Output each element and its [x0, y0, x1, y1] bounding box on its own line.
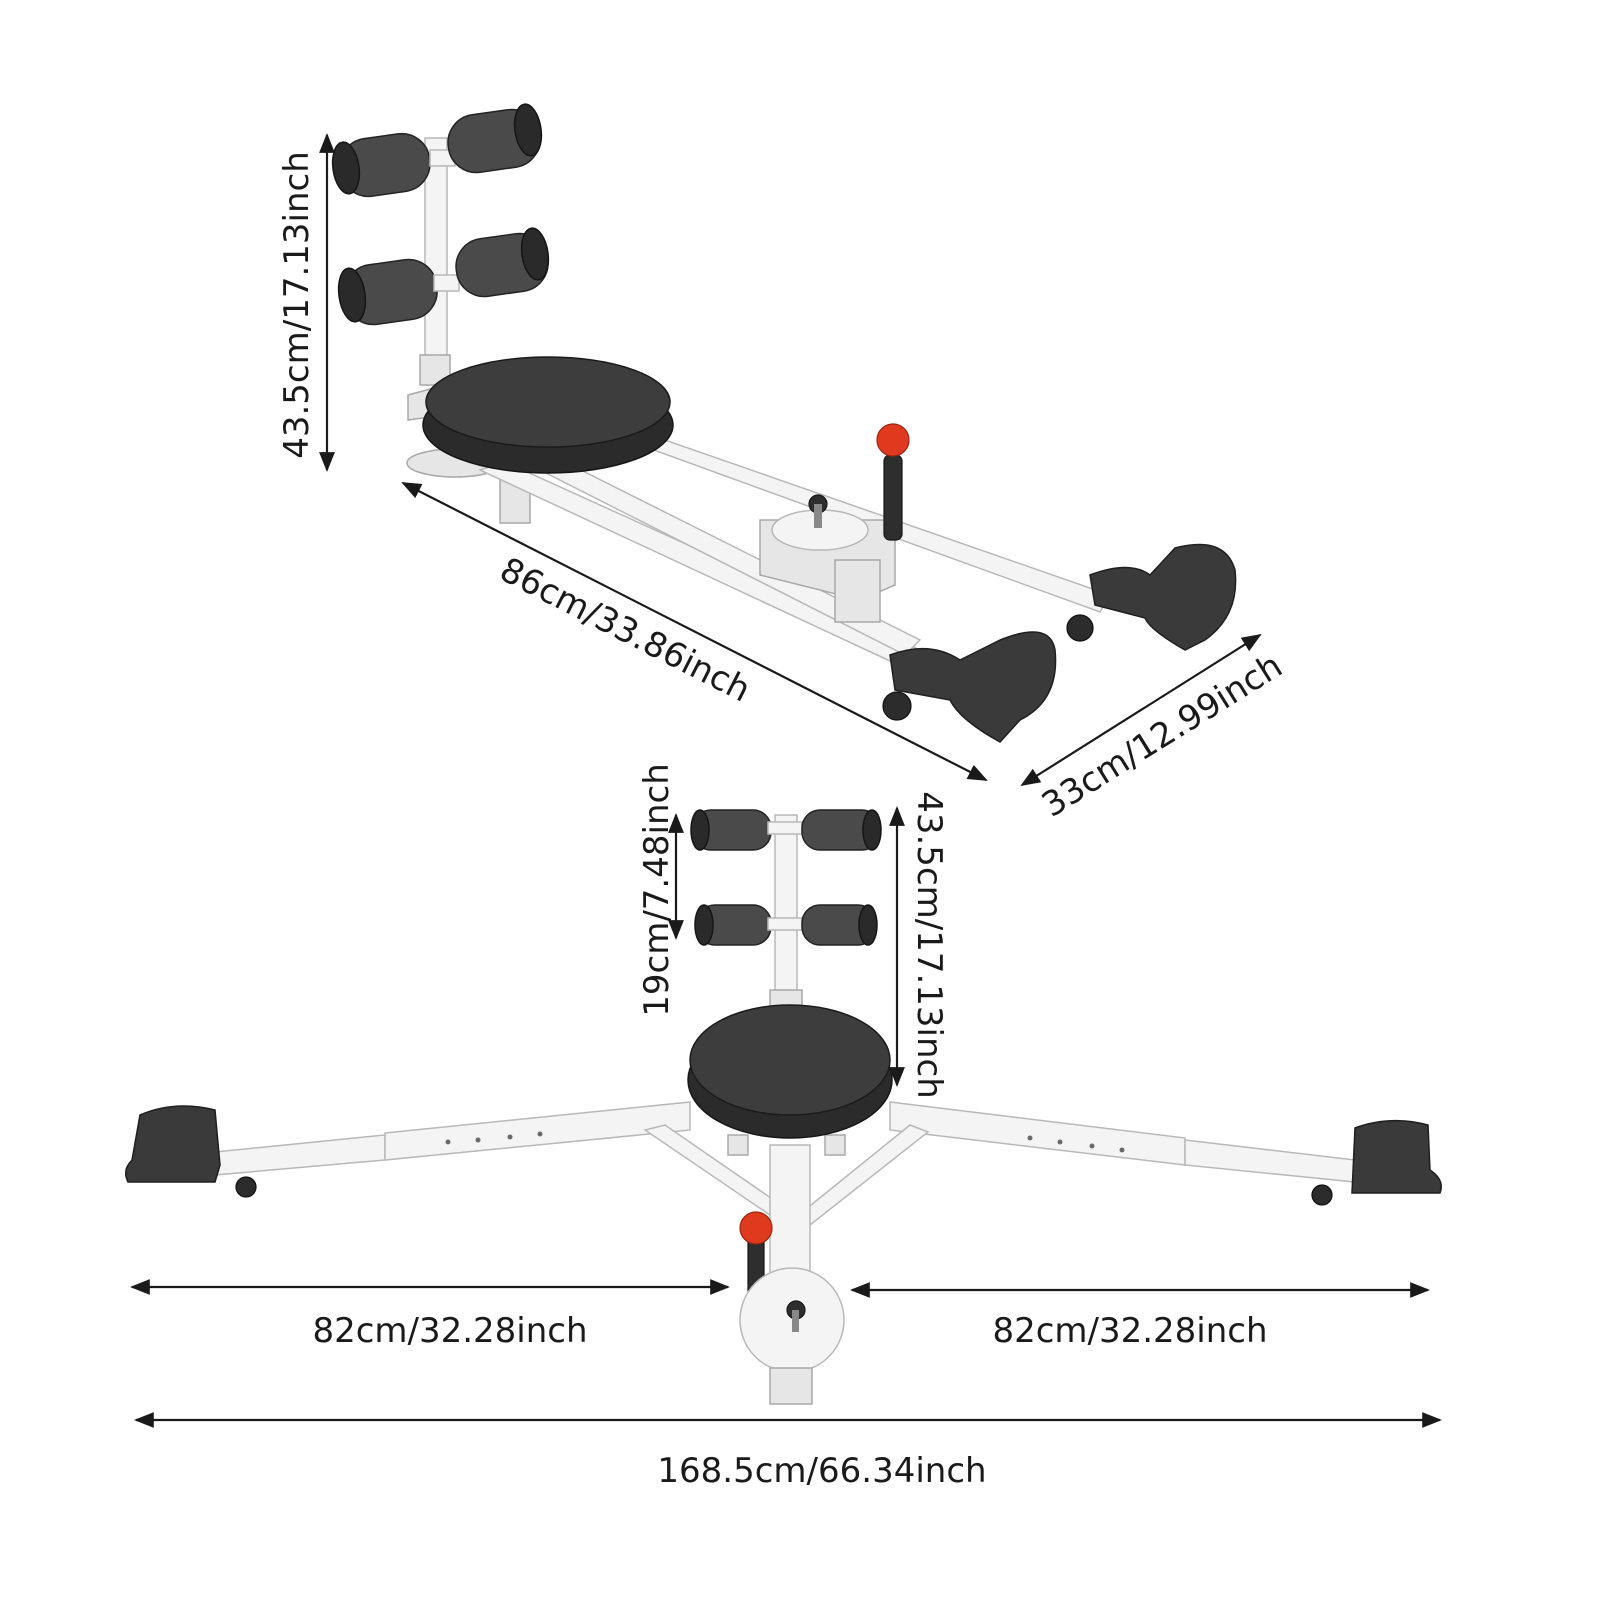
dim-right-leg: 82cm/32.28inch	[850, 1282, 1430, 1351]
dim-top-width: 33cm/12.99inch	[1020, 633, 1290, 826]
front-lower-pads	[694, 904, 878, 946]
left-leg-inner	[384, 1101, 691, 1161]
upper-back-pads	[331, 103, 543, 198]
right-wheel-icon	[1066, 614, 1094, 642]
lower-back-pads	[337, 227, 550, 326]
dim-front-height-label: 43.5cm/17.13inch	[909, 791, 949, 1099]
dim-top-height-label: 43.5cm/17.13inch	[277, 151, 317, 459]
perspective-view-machine	[331, 103, 1237, 743]
left-leg-outer	[214, 1134, 386, 1176]
hub-leg	[834, 559, 881, 623]
lever-knob-icon	[876, 423, 910, 457]
tension-screw	[814, 504, 822, 528]
dim-right-leg-label: 82cm/32.28inch	[992, 1311, 1267, 1351]
front-view-machine	[125, 809, 1442, 1405]
front-post	[774, 814, 798, 1006]
dim-front-height: 43.5cm/17.13inch	[889, 791, 949, 1099]
dim-left-leg: 82cm/32.28inch	[130, 1279, 730, 1351]
dim-total-span: 168.5cm/66.34inch	[134, 1412, 1442, 1491]
left-wheel-icon	[882, 691, 912, 721]
right-brace	[793, 1124, 930, 1226]
front-support-foot	[769, 1367, 813, 1405]
dim-top-height: 43.5cm/17.13inch	[277, 133, 335, 472]
front-left-wheel-icon	[235, 1176, 257, 1198]
front-right-wheel-icon	[1311, 1184, 1333, 1206]
dim-pad-spacing-label: 19cm/7.48inch	[637, 763, 677, 1016]
dim-pad-spacing: 19cm/7.48inch	[637, 763, 684, 1017]
dim-total-span-label: 168.5cm/66.34inch	[657, 1451, 986, 1491]
center-column	[769, 1144, 811, 1291]
front-round-seat	[687, 1004, 893, 1139]
right-leg-inner	[889, 1101, 1186, 1166]
front-lever-knob-icon	[739, 1211, 773, 1245]
lever-grip	[883, 454, 903, 541]
front-left-foot-cup	[125, 1105, 257, 1198]
round-seat	[422, 356, 674, 474]
front-right-foot-cup	[1311, 1119, 1442, 1206]
dim-left-leg-label: 82cm/32.28inch	[312, 1311, 587, 1351]
right-leg-outer	[1184, 1139, 1356, 1183]
dim-top-width-label: 33cm/12.99inch	[1035, 646, 1290, 826]
front-upper-pads	[690, 809, 882, 851]
